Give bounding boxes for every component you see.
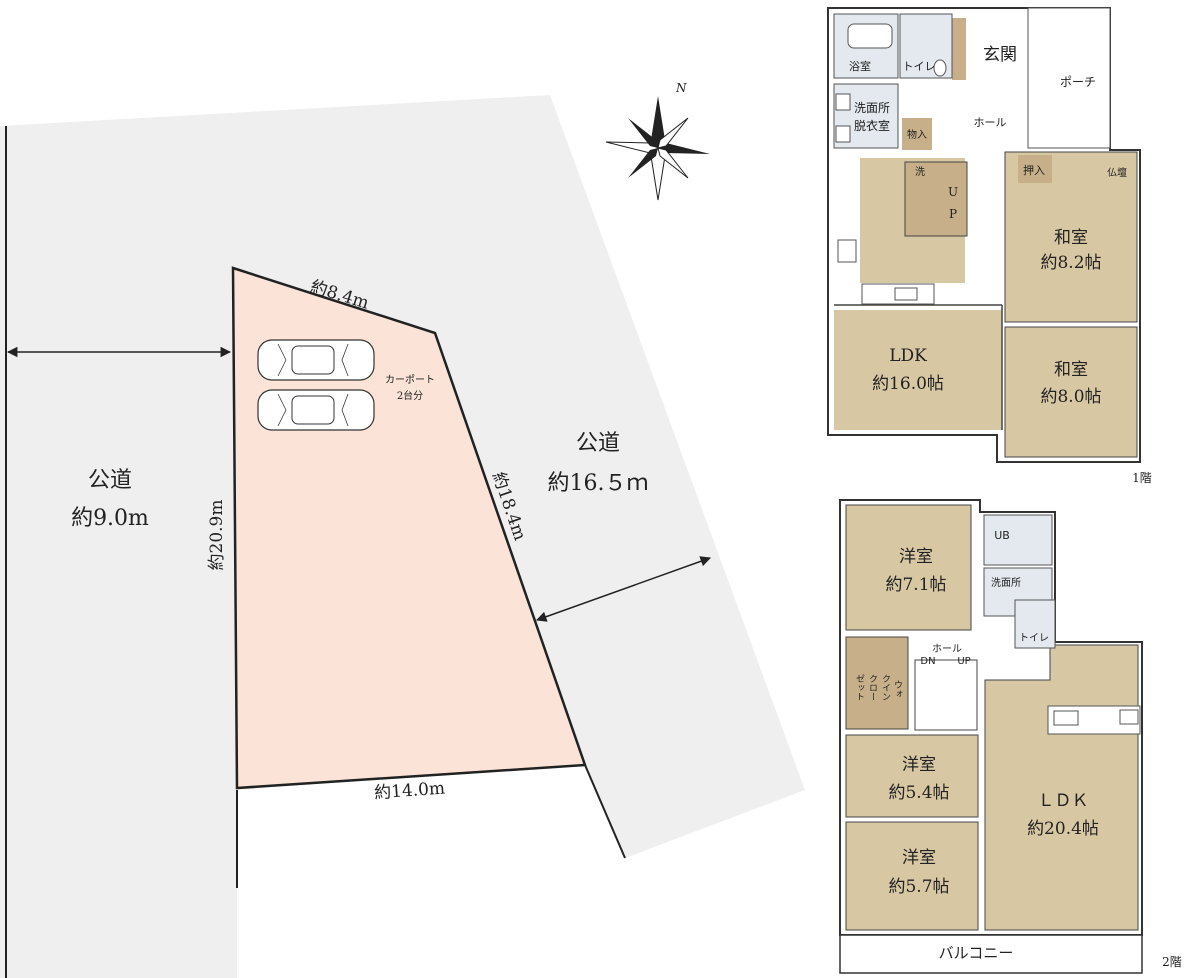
- site-plan: カーポート 2台分 N 公道 約9.0m 公道 約16.５ｍ 約8.4m 約20…: [0, 81, 805, 978]
- toilet-2f-room: [1014, 599, 1056, 649]
- balcony-area: [839, 934, 1143, 974]
- entrance-label: 玄関: [983, 45, 1017, 65]
- washitsu-1-name: 和室: [1054, 228, 1088, 248]
- dim-left-label: 約20.9m: [207, 500, 227, 571]
- ldk-2f-size: 約20.4帖: [1027, 819, 1099, 839]
- washitsu-2-size: 約8.0帖: [1040, 387, 1101, 407]
- wic-label: ウォ: [892, 680, 902, 698]
- yoshitsu-3-size: 約5.7帖: [888, 877, 949, 897]
- stair-up-label: U: [948, 185, 958, 199]
- wic-label: クイン: [880, 674, 891, 701]
- north-arrow-icon: N: [605, 81, 710, 201]
- stair-up-label: P: [949, 207, 957, 221]
- wash-mark: 洗: [915, 166, 925, 178]
- ldk-1f-name: LDK: [889, 346, 927, 366]
- floor-2-label: 2階: [1162, 954, 1182, 969]
- hall-2f-label: ホール: [932, 643, 962, 655]
- floor-1-label: 1階: [1132, 470, 1152, 485]
- altar-label: 仏壇: [1107, 166, 1127, 179]
- ub-label: UB: [994, 529, 1010, 542]
- washer-icon: [835, 125, 851, 143]
- stair-up-label: UP: [957, 656, 970, 667]
- yoshitsu-2-floor: [845, 734, 979, 818]
- bathtub-icon: [847, 23, 893, 49]
- yoshitsu-3-floor: [845, 821, 979, 931]
- yoshitsu-1-floor: [845, 504, 972, 631]
- ldk-1f-size: 約16.0帖: [872, 374, 944, 394]
- stove-icon: [1119, 709, 1139, 725]
- sink-icon: [835, 93, 851, 111]
- stair-dn-label: DN: [920, 656, 935, 667]
- north-label: N: [675, 81, 687, 95]
- washitsu-2-floor: [1004, 326, 1138, 458]
- road-width-arrow-right: [536, 556, 711, 622]
- road-right-width: 約16.５ｍ: [548, 471, 649, 496]
- yoshitsu-1-name: 洋室: [899, 547, 933, 567]
- porch-label: ポーチ: [1060, 75, 1096, 89]
- bath-label: 浴室: [849, 59, 871, 73]
- washroom-label: 脱衣室: [854, 118, 890, 133]
- closet-label: 押入: [1023, 163, 1045, 177]
- car-icon: [257, 339, 375, 381]
- toilet-icon: [933, 59, 947, 77]
- yoshitsu-3-name: 洋室: [902, 848, 936, 868]
- closet-floor: [1018, 155, 1052, 183]
- ldk-2f-floor: [984, 644, 1139, 931]
- carport-count: 2台分: [397, 389, 423, 402]
- hall-label: ホール: [974, 116, 1007, 129]
- porch-area: [1027, 7, 1111, 149]
- road-left-width: 約9.0m: [71, 506, 149, 531]
- stove-icon: [837, 239, 857, 263]
- carport-label: カーポート: [385, 374, 435, 386]
- wic-label: クロー: [867, 674, 877, 701]
- floor-1-plan: 浴室 トイレ 玄関 ポーチ ホール 洗面所 脱衣室 物入 洗 U P 押入 仏壇…: [827, 7, 1152, 485]
- kitchen-sink-icon: [1053, 710, 1079, 726]
- washitsu-1-size: 約8.2帖: [1040, 253, 1101, 273]
- road-right-label: 公道: [576, 431, 620, 456]
- stair-2f: [914, 659, 978, 731]
- wardrobe-strip: [952, 18, 966, 80]
- washroom-2f-label: 洗面所: [991, 577, 1021, 589]
- wic-floor: [845, 636, 909, 730]
- dim-bottom-label: 約14.0m: [374, 779, 446, 804]
- yoshitsu-2-name: 洋室: [902, 755, 936, 775]
- stair-1f: [904, 161, 968, 237]
- toilet-label: トイレ: [903, 60, 936, 73]
- toilet-2f-label: トイレ: [1019, 633, 1049, 644]
- ldk-2f-name: ＬＤＫ: [1038, 791, 1089, 811]
- yoshitsu-1-size: 約7.1帖: [885, 575, 946, 595]
- kitchen-sink-icon: [894, 287, 918, 301]
- ub-room: [983, 514, 1053, 566]
- road-edge-line-right: [584, 764, 626, 859]
- storage-floor: [902, 118, 932, 150]
- car-icon: [257, 389, 375, 431]
- storage-label: 物入: [907, 128, 927, 141]
- yoshitsu-2-size: 約5.4帖: [888, 783, 949, 803]
- balcony-label: バルコニー: [939, 944, 1014, 962]
- road-left-label: 公道: [88, 468, 132, 493]
- floor-2-plan: 洋室 約7.1帖 UB 洗面所 トイレ ホール DN UP ウォ クイン クロー…: [839, 499, 1182, 974]
- washitsu-2-name: 和室: [1054, 360, 1088, 380]
- wic-label: ゼット: [854, 674, 865, 701]
- ldk-1f-floor: [834, 310, 1002, 430]
- washroom-label: 洗面所: [854, 101, 890, 115]
